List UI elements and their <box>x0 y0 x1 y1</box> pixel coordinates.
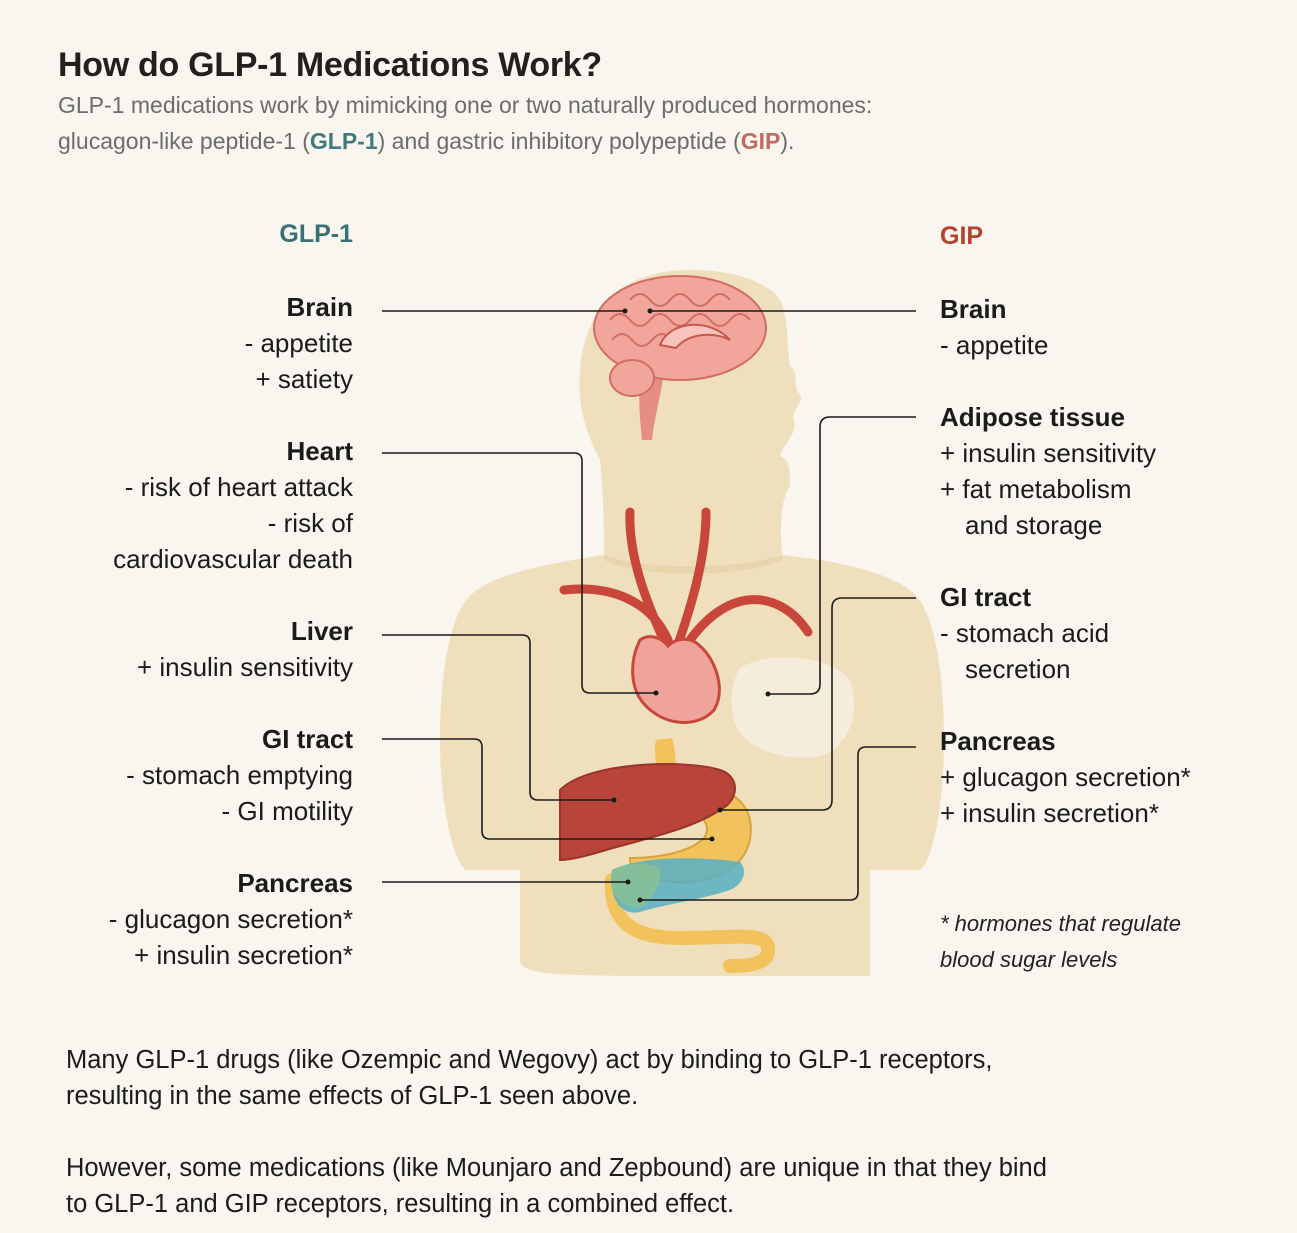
subtitle-text: ) and gastric inhibitory polypeptide ( <box>377 128 741 154</box>
effect-text: + insulin secretion* <box>940 798 1159 828</box>
effect-text: - appetite <box>244 328 353 358</box>
organ-name: Brain <box>286 292 353 322</box>
leader-dot <box>717 807 723 813</box>
gip-term: GIP <box>740 128 781 154</box>
leader-dot <box>647 308 653 314</box>
leader-gip-adipose <box>768 416 916 695</box>
effect-text: - appetite <box>940 330 1049 360</box>
vessel <box>559 584 673 645</box>
gip-adipose-block: Adipose tissue + insulin sensitivity + f… <box>940 399 1156 543</box>
leader-dot <box>709 836 715 842</box>
glp1-liver-block: Liver + insulin sensitivity <box>137 613 353 685</box>
leader-gip-gi <box>720 597 916 811</box>
organ-name: Pancreas <box>940 726 1056 756</box>
gip-pancreas-block: Pancreas + glucagon secretion* + insulin… <box>940 723 1191 831</box>
leader-dot <box>765 691 771 697</box>
glp1-heart-block: Heart - risk of heart attack - risk of c… <box>113 433 353 577</box>
footnote-line: * hormones that regulate <box>940 911 1181 936</box>
effect-text: + insulin secretion* <box>134 940 353 970</box>
effect-text: + satiety <box>255 364 353 394</box>
organ-name: Pancreas <box>237 868 353 898</box>
subtitle-line-2: glucagon-like peptide-1 (GLP-1) and gast… <box>58 128 794 155</box>
leader-dot <box>653 690 659 696</box>
paragraph-line: to GLP-1 and GIP receptors, resulting in… <box>66 1190 735 1218</box>
subtitle-text: ). <box>780 128 795 154</box>
effect-text: - risk of <box>267 508 353 538</box>
effect-text: - risk of heart attack <box>124 472 353 502</box>
effect-text: - stomach acid <box>940 618 1110 648</box>
pancreas-overlay <box>610 863 661 908</box>
effect-text: + insulin sensitivity <box>940 438 1157 468</box>
subtitle-line-1: GLP-1 medications work by mimicking one … <box>58 92 873 118</box>
glp1-pancreas-block: Pancreas - glucagon secretion* + insulin… <box>109 865 353 973</box>
organ-name: Adipose tissue <box>940 402 1125 432</box>
leader-gip-pancreas <box>640 746 916 901</box>
gip-brain-block: Brain - appetite <box>940 291 1048 363</box>
paragraph-2: However, some medications (like Mounjaro… <box>66 1150 1246 1222</box>
effect-text: - stomach emptying <box>126 760 353 790</box>
organ-name: Brain <box>940 294 1007 324</box>
gip-gi-block: GI tract - stomach acid secretion <box>940 579 1109 687</box>
gip-heading: GIP <box>940 222 984 250</box>
effect-text: and storage <box>965 510 1103 540</box>
brain-illustration <box>593 275 767 440</box>
page-title: How do GLP-1 Medications Work? <box>58 46 602 84</box>
brain-cerebellum <box>609 359 655 397</box>
effect-text: + fat metabolism <box>940 474 1132 504</box>
vessel <box>685 595 813 645</box>
effect-text: + insulin sensitivity <box>136 652 353 682</box>
effect-text: + glucagon secretion* <box>940 762 1191 792</box>
paragraph-line: However, some medications (like Mounjaro… <box>66 1154 1047 1182</box>
body-shading <box>604 555 782 574</box>
brain-corpus <box>658 323 731 350</box>
paragraph-1: Many GLP-1 drugs (like Ozempic and Wegov… <box>66 1042 1246 1114</box>
organ-name: GI tract <box>261 724 353 754</box>
leader-dot <box>611 797 617 803</box>
effect-text: - glucagon secretion* <box>108 904 353 934</box>
organ-name: Heart <box>286 436 353 466</box>
footnote: * hormones that regulate blood sugar lev… <box>940 906 1181 978</box>
footnote-line: blood sugar levels <box>940 947 1118 972</box>
glp1-heading: GLP-1 <box>279 220 353 248</box>
leader-dot <box>625 879 631 885</box>
glp1-term: GLP-1 <box>309 128 378 154</box>
effect-text: secretion <box>965 654 1071 684</box>
effect-text: - GI motility <box>221 796 353 826</box>
organ-name: GI tract <box>940 582 1032 612</box>
vessel <box>671 507 711 655</box>
leader-dot <box>622 308 628 314</box>
leader-dot <box>637 897 643 903</box>
intestine <box>604 873 775 973</box>
paragraph-line: resulting in the same effects of GLP-1 s… <box>66 1082 639 1110</box>
effect-text: cardiovascular death <box>113 544 353 574</box>
heart <box>631 635 721 724</box>
adipose-tissue <box>731 657 855 758</box>
leader-dots <box>611 308 771 903</box>
leader-glp1-heart <box>382 452 656 694</box>
leader-glp1-gi <box>382 738 712 840</box>
organ-name: Liver <box>290 616 353 646</box>
heart-illustration <box>559 507 813 724</box>
leader-lines <box>382 310 916 901</box>
glp1-gi-block: GI tract - stomach emptying - GI motilit… <box>126 721 353 829</box>
leader-glp1-liver <box>382 634 614 801</box>
paragraph-line: Many GLP-1 drugs (like Ozempic and Wegov… <box>66 1046 993 1074</box>
glp1-brain-block: Brain - appetite + satiety <box>245 289 353 397</box>
subtitle-text: glucagon-like peptide-1 ( <box>58 128 310 154</box>
